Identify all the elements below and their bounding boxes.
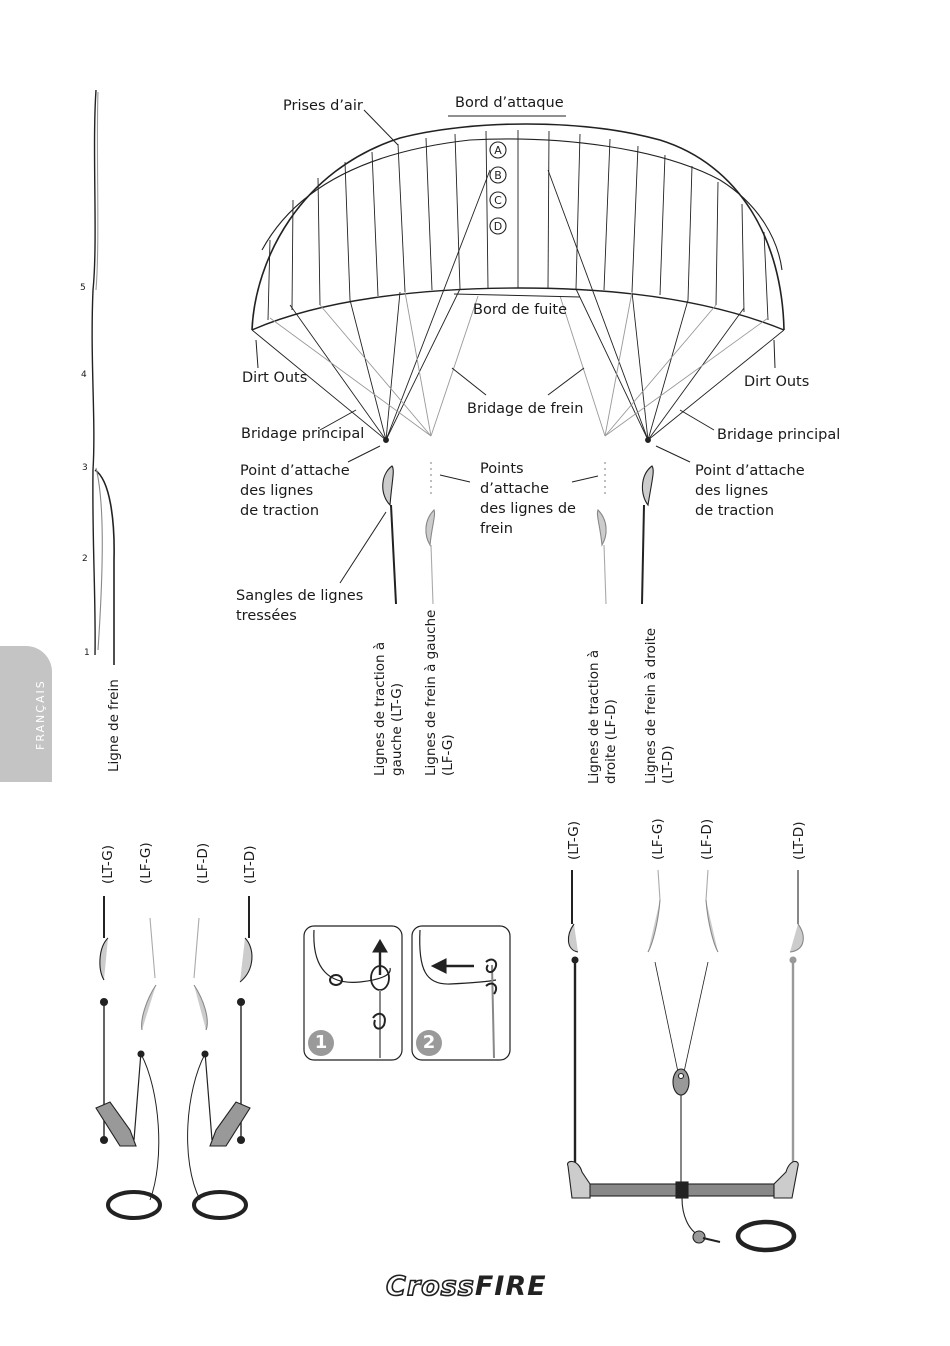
handles-code-lt-d: (LT-D)	[242, 845, 258, 884]
line-mark-3: 3	[82, 463, 88, 473]
brake-strap-left	[425, 509, 436, 547]
kite-leading-edge	[251, 123, 785, 331]
brake-strap-right	[596, 509, 607, 547]
brake-bridle-lines	[269, 291, 769, 437]
row-letter-c: C	[494, 194, 502, 207]
vlabel-lt-left: Lignes de traction à gauche (LT-G)	[372, 641, 405, 776]
vlabel-lt-right: Lignes de traction à droite (LF-D)	[586, 649, 619, 784]
brake-line-illustration	[91, 89, 97, 656]
kite-cell-ribs	[267, 130, 769, 321]
row-letter-d: D	[494, 220, 502, 233]
label-trailing-edge: Bord de fuite	[473, 302, 568, 318]
line-mark-5: 5	[80, 283, 86, 293]
label-braided-straps: Sangles de lignes tressées	[236, 588, 364, 624]
label-traction-attach-right: Point d’attache des lignes de traction	[695, 463, 805, 519]
main-bridle-left-lines	[251, 169, 491, 441]
label-dirt-outs-right: Dirt Outs	[744, 374, 810, 390]
label-traction-attach-left: Point d’attache des lignes de traction	[240, 463, 350, 519]
knot-step-1-drawing	[313, 929, 391, 1058]
crossfire-logo: CrossFIRE	[385, 1270, 547, 1303]
label-dirt-outs-left: Dirt Outs	[242, 370, 308, 386]
step-number-1: 1	[308, 1030, 334, 1056]
knot-step-2-drawing	[419, 929, 498, 1059]
language-side-tab	[0, 646, 52, 782]
line-mark-1: 1	[84, 648, 90, 658]
handles-code-lt-g: (LT-G)	[100, 844, 116, 884]
label-main-bridle-left: Bridage principal	[241, 426, 365, 442]
knot-step-1-panel	[303, 925, 403, 1061]
kite-canopy-top	[261, 138, 783, 271]
vlabel-lf-left: Lignes de frein à gauche (LF-G)	[423, 609, 456, 776]
traction-strap-right	[641, 465, 654, 507]
knot-step-2-panel	[411, 925, 511, 1061]
callout-arrows	[255, 109, 776, 584]
vlabel-lf-right: Lignes de frein à droite (LT-D)	[643, 627, 676, 784]
bar-code-lt-g: (LT-G)	[566, 820, 582, 860]
kite-trailing-edge	[251, 287, 785, 331]
label-brake-bridle: Bridage de frein	[467, 401, 584, 417]
label-air-intakes: Prises d’air	[283, 98, 363, 114]
line-mark-4: 4	[81, 370, 87, 380]
step-number-2: 2	[416, 1030, 442, 1056]
handles-code-lf-g: (LF-G)	[138, 842, 154, 884]
label-brake-attach-points: Points d’attache des lignes de frein	[480, 461, 576, 537]
bar-code-lf-g: (LF-G)	[650, 818, 666, 860]
label-leading-edge: Bord d’attaque	[455, 95, 564, 111]
control-bar-illustration	[567, 869, 804, 1253]
main-bridle-right-lines	[547, 169, 785, 441]
traction-strap-left	[382, 465, 394, 507]
bar-code-lt-d: (LT-D)	[791, 821, 807, 860]
handles-illustration	[95, 896, 253, 1220]
row-letter-b: B	[494, 169, 502, 182]
vlabel-brake-line: Ligne de frein	[106, 679, 122, 772]
line-mark-2: 2	[82, 554, 88, 564]
row-letter-a: A	[494, 144, 502, 157]
label-main-bridle-right: Bridage principal	[717, 427, 841, 443]
bar-code-lf-d: (LF-D)	[699, 818, 715, 860]
handles-code-lf-d: (LF-D)	[195, 842, 211, 884]
